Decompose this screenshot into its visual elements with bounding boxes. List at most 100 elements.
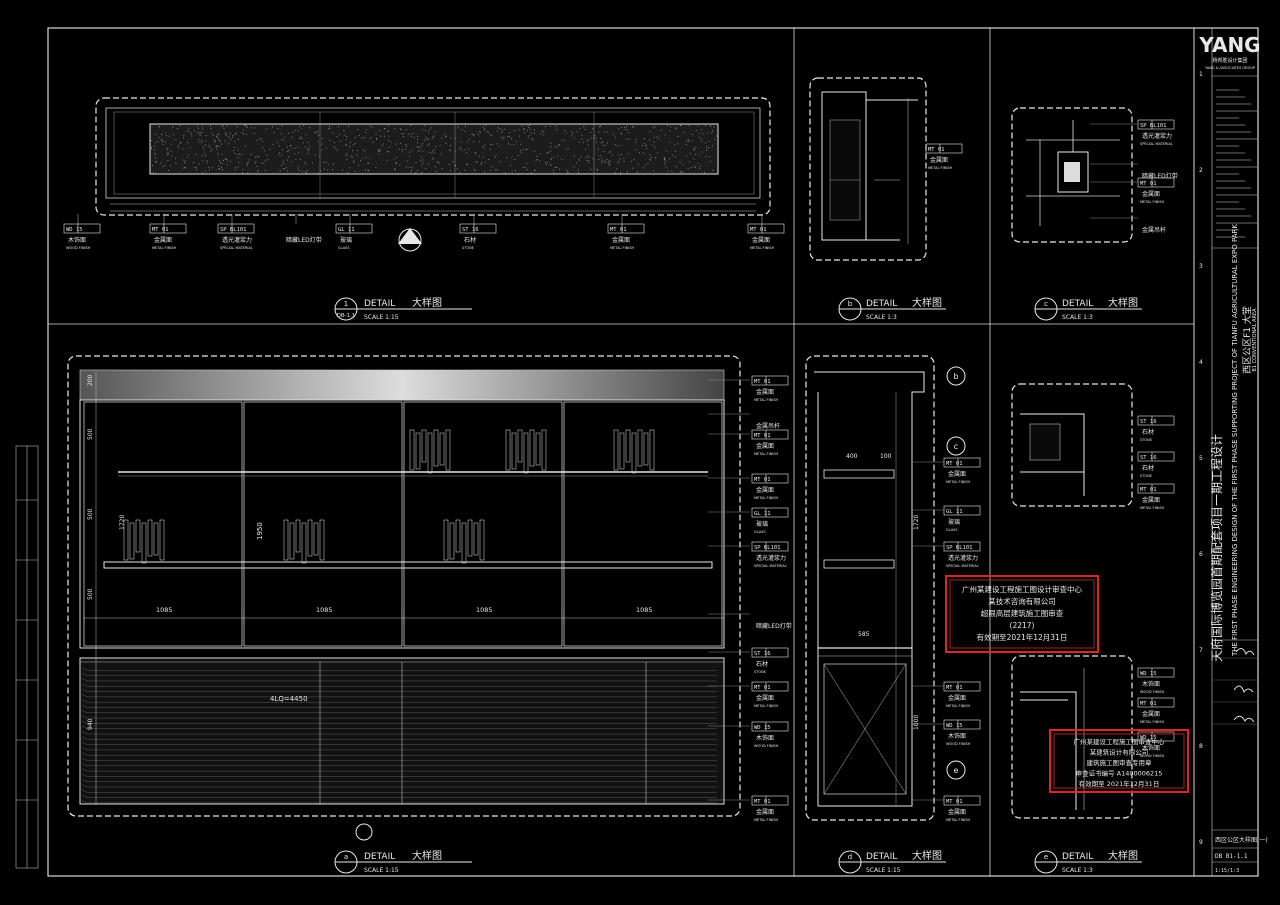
svg-text:d: d	[848, 853, 852, 861]
speckle-dot	[473, 168, 475, 170]
callout-circle	[946, 366, 966, 386]
speckle-dot	[155, 153, 156, 155]
speckle-dot	[383, 128, 385, 130]
speckle-dot	[420, 159, 422, 161]
speckle-dot	[234, 140, 236, 142]
speckle-dot	[506, 157, 508, 159]
speckle-dot	[609, 151, 611, 153]
book	[535, 432, 541, 466]
speckle-dot	[299, 138, 300, 139]
speckle-dot	[654, 126, 656, 128]
speckle-dot	[400, 128, 402, 130]
speckle-dot	[346, 153, 348, 155]
speckle-dot	[153, 149, 155, 151]
speckle-dot	[375, 167, 377, 168]
speckle-dot	[210, 125, 211, 127]
speckle-dot	[378, 150, 379, 152]
tag-en: STONE	[1140, 474, 1152, 478]
speckle-dot	[219, 159, 221, 161]
tag-label: 金属面	[756, 388, 774, 396]
speckle-dot	[504, 129, 506, 130]
speckle-dot	[247, 162, 249, 163]
speckle-dot	[417, 146, 419, 148]
speckle-dot	[603, 151, 605, 153]
speckle-dot	[419, 149, 421, 151]
speckle-dot	[553, 172, 555, 174]
speckle-dot	[286, 167, 287, 169]
speckle-dot	[221, 153, 223, 155]
speckle-dot	[354, 137, 356, 138]
tag-en: METAL FINISH	[946, 480, 970, 484]
speckle-dot	[433, 136, 435, 138]
speckle-dot	[218, 134, 219, 135]
speckle-dot	[258, 156, 260, 157]
wood-grain-line	[81, 747, 717, 751]
speckle-dot	[433, 135, 435, 137]
speckle-dot	[332, 169, 333, 170]
speckle-dot	[573, 137, 575, 139]
book	[449, 522, 455, 560]
speckle-dot	[558, 144, 560, 145]
speckle-dot	[708, 147, 710, 149]
speckle-dot	[338, 134, 340, 136]
speckle-dot	[216, 148, 218, 150]
title-a-label: DETAIL	[364, 852, 395, 862]
tag-code: GL 11	[338, 227, 355, 233]
dimension-label: 500	[87, 588, 94, 600]
book	[433, 429, 439, 467]
speckle-dot	[425, 168, 427, 169]
speckle-dot	[667, 170, 669, 172]
speckle-dot	[409, 155, 410, 157]
callout-label: c	[954, 442, 958, 451]
wood-grain-line	[81, 768, 717, 772]
speckle-dot	[236, 154, 238, 155]
speckle-dot	[501, 129, 503, 131]
speckle-dot	[596, 168, 598, 170]
speckle-dot	[578, 158, 580, 160]
speckle-dot	[456, 168, 458, 170]
speckle-dot	[183, 159, 185, 161]
speckle-dot	[567, 171, 569, 173]
grid-number: 3	[1199, 263, 1203, 270]
speckle-dot	[425, 130, 426, 131]
speckle-dot	[198, 163, 200, 165]
speckle-dot	[378, 153, 380, 155]
wood-grain-line	[81, 773, 717, 777]
stamp-text: 广州某建设工程施工图设计审查中心	[962, 584, 1082, 594]
speckle-dot	[170, 143, 172, 145]
speckle-dot	[606, 159, 608, 160]
speckle-dot	[523, 128, 524, 130]
speckle-dot	[345, 139, 347, 141]
speckle-dot	[329, 126, 331, 127]
speckle-dot	[338, 126, 339, 128]
speckle-dot	[620, 133, 622, 135]
dimension-label: 500	[87, 508, 94, 520]
speckle-dot	[428, 143, 430, 145]
speckle-dot	[170, 165, 171, 166]
speckle-dot	[539, 160, 541, 162]
speckle-dot	[604, 161, 606, 163]
speckle-dot	[523, 128, 525, 130]
speckle-dot	[411, 166, 413, 168]
speckle-dot	[360, 160, 361, 162]
speckle-dot	[164, 164, 165, 166]
elevation-books	[123, 429, 655, 564]
speckle-dot	[379, 149, 381, 150]
speckle-dot	[288, 133, 290, 134]
speckle-dot	[686, 140, 688, 142]
speckle-dot	[644, 145, 646, 147]
speckle-dot	[362, 158, 364, 160]
speckle-dot	[283, 136, 285, 138]
speckle-dot	[401, 149, 403, 151]
tag-label: 金属面	[1142, 710, 1160, 718]
speckle-dot	[264, 150, 266, 152]
speckle-dot	[509, 144, 511, 145]
speckle-dot	[471, 133, 473, 135]
speckle-dot	[592, 128, 594, 129]
speckle-dot	[277, 141, 279, 143]
speckle-dot	[263, 162, 265, 164]
